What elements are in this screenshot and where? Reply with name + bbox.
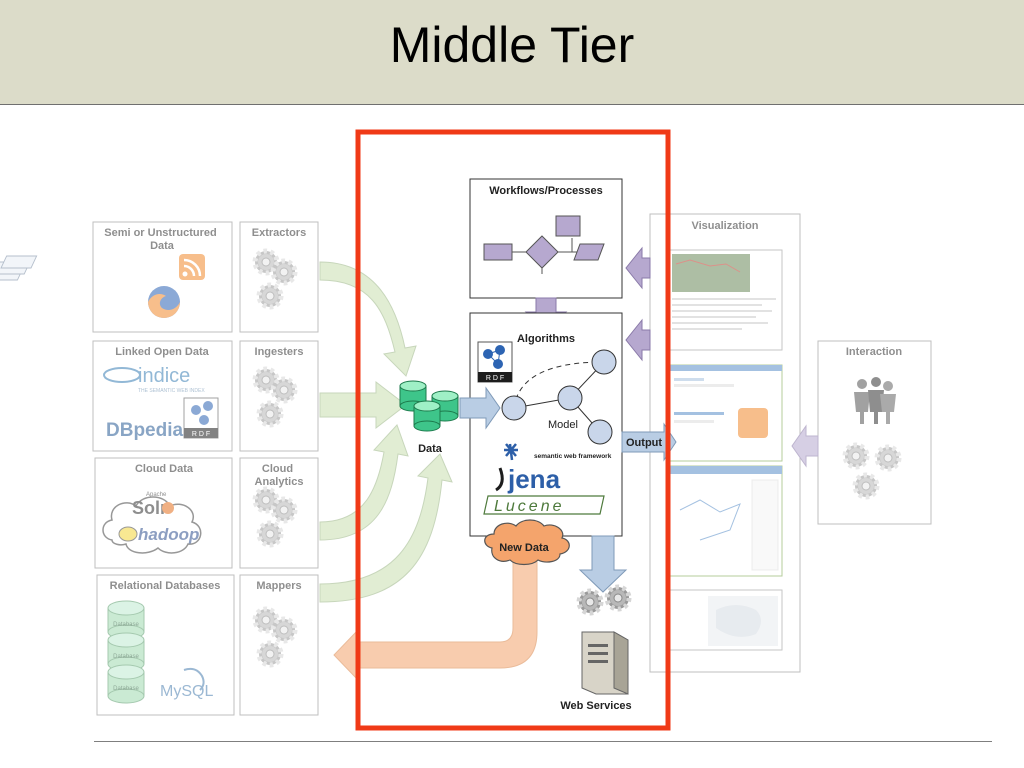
interaction-label: Interaction	[846, 346, 903, 358]
workflows-box	[469, 178, 623, 299]
title-bar: Middle Tier	[0, 0, 1024, 105]
mappers-box	[239, 574, 319, 716]
map-screenshot	[667, 249, 783, 351]
lucene-logo: Lucene	[483, 495, 605, 515]
lucene-wordmark: Lucene	[494, 498, 565, 515]
middle-tier: Workflows/Processes Algorithms R D F	[355, 129, 677, 731]
data-label: Data	[418, 443, 443, 455]
middle-tier-highlight	[355, 129, 671, 731]
bottom-rule	[94, 741, 992, 742]
jena-logo: semantic web framework jena	[495, 443, 612, 494]
cloud-data-label: Cloud Data	[135, 463, 194, 475]
dbpedia-wordmark: DBpedia	[106, 420, 184, 441]
mappers-label: Mappers	[256, 580, 301, 592]
new-data-flow-arrow	[333, 557, 538, 682]
apache-text: Apache	[146, 492, 167, 498]
new-data-cloud	[484, 519, 570, 566]
jena-wordmark: jena	[507, 464, 561, 494]
workflows-label: Workflows/Processes	[489, 185, 603, 197]
rdf-logo: R D F	[477, 341, 513, 383]
workflow-results-screenshot	[667, 364, 783, 462]
slide-title: Middle Tier	[389, 17, 635, 73]
extractors-label: Extractors	[252, 227, 306, 239]
mysql-wordmark: MySQL	[160, 683, 213, 700]
database-icon: Database	[107, 600, 145, 640]
model-label: Model	[548, 419, 578, 431]
linked-open-data-label: Linked Open Data	[115, 346, 209, 358]
model-node	[501, 395, 527, 421]
extractors-arrow	[319, 261, 417, 377]
cloud-analytics-line1: Cloud	[262, 463, 293, 475]
data-to-algorithms-arrow	[459, 386, 501, 430]
cloud-analytics-label: Cloud Analytics	[255, 463, 304, 488]
model-node	[557, 385, 583, 411]
interaction-arrow	[791, 424, 819, 468]
hadoop-elephant-icon	[118, 526, 138, 542]
database-icon: Database	[107, 632, 145, 672]
ingesters-arrow	[319, 380, 407, 430]
semi-structured-label: Semi or Unstructured Data	[104, 227, 220, 252]
rdf-text: R D F	[486, 375, 504, 382]
model-node	[591, 349, 617, 375]
flowchart-icon	[483, 215, 605, 274]
svg-text:Database: Database	[113, 622, 139, 628]
model-node	[587, 419, 613, 445]
server-icon	[581, 631, 629, 695]
documents-icon	[0, 255, 38, 281]
rss-icon	[179, 254, 205, 280]
people-icon	[854, 377, 896, 424]
database-icon: Database	[107, 664, 145, 704]
solr-sun-icon	[162, 502, 174, 514]
dbpedia-logo: DBpedia	[106, 420, 184, 441]
data-icon	[399, 380, 459, 432]
visualization-feedback-arrow	[625, 246, 651, 290]
svg-text:Database: Database	[113, 654, 139, 660]
new-data-label: New Data	[499, 542, 549, 554]
indice-wordmark: indice	[138, 365, 190, 387]
rdf-logo-small: R D F	[183, 397, 219, 439]
web-services-down-arrow	[578, 535, 628, 593]
jena-tagline: semantic web framework	[534, 453, 612, 460]
web-services-label: Web Services	[560, 700, 631, 712]
interaction-panel	[817, 340, 932, 525]
china-map-screenshot	[667, 589, 783, 651]
left-sources: Semi or Unstructured Data Extractors Lin…	[0, 221, 538, 716]
semi-structured-line2: Data	[150, 240, 175, 252]
model-graph	[501, 349, 617, 445]
ingesters-label: Ingesters	[255, 346, 304, 358]
hadoop-wordmark: hadoop	[138, 525, 199, 544]
visualization-label: Visualization	[691, 220, 758, 232]
graph-screenshot	[667, 465, 783, 577]
svg-text:Database: Database	[113, 686, 139, 692]
firefox-icon	[148, 286, 180, 318]
solr-wordmark: Solr	[132, 498, 167, 518]
cloud-analytics-line2: Analytics	[255, 476, 304, 488]
relational-databases-label: Relational Databases	[110, 580, 221, 592]
mappers-arrow	[319, 453, 453, 603]
visualization-feedback-arrow	[625, 318, 651, 362]
right-panels: Visualization Interactio	[649, 213, 932, 673]
output-label: Output	[626, 437, 662, 449]
cloud-analytics-arrow	[319, 424, 409, 541]
algorithms-label: Algorithms	[517, 333, 575, 345]
indice-tagline: THE SEMANTIC WEB INDEX	[138, 388, 205, 394]
dolphin-icon	[183, 667, 205, 691]
indice-logo: indice THE SEMANTIC WEB INDEX	[103, 365, 205, 394]
semi-structured-line1: Semi or Unstructured	[104, 227, 216, 239]
rdf-small-text: R D F	[192, 431, 210, 438]
